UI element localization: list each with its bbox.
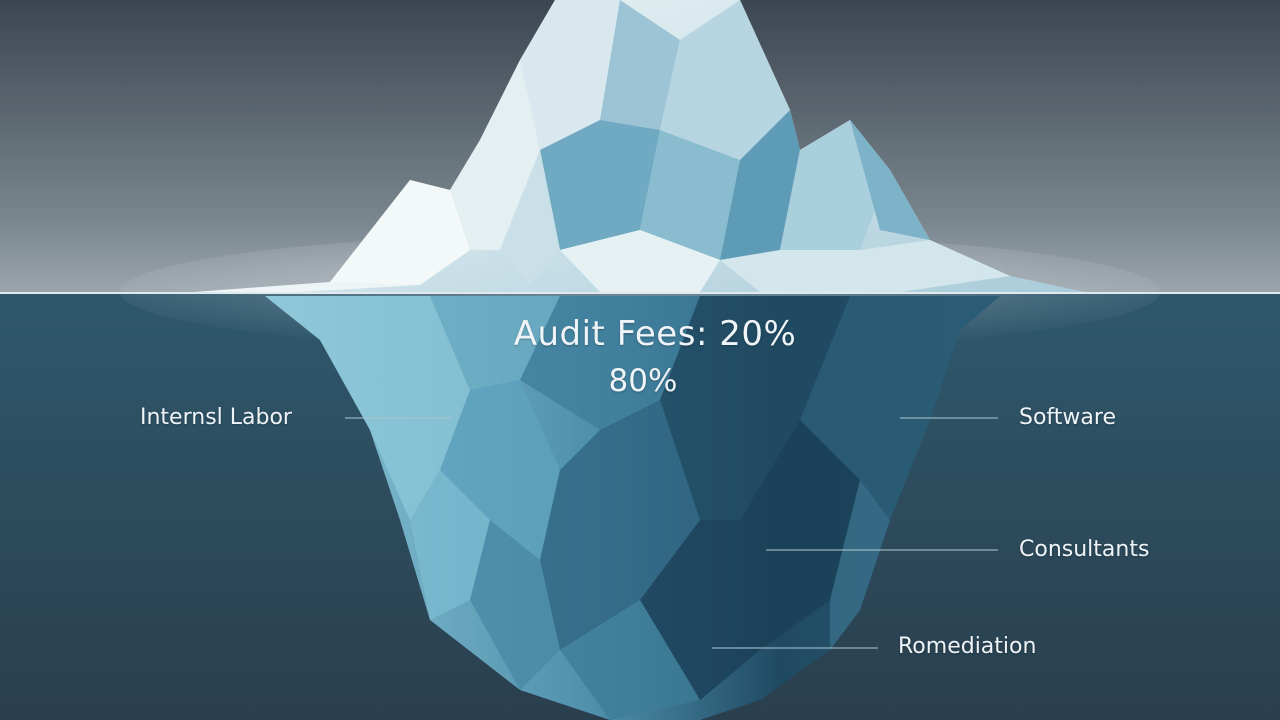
leader-lines (345, 417, 998, 649)
label-internal-labor: Internsl Labor (140, 405, 292, 430)
iceberg-tip (195, 0, 1085, 292)
label-software: Software (1019, 405, 1116, 430)
iceberg-underwater (265, 296, 1000, 720)
label-consultants: Consultants (1019, 537, 1150, 562)
visible-cost-headline: Audit Fees: 20% (513, 314, 797, 354)
hidden-cost-share: 80% (608, 363, 678, 399)
label-remediation: Romediation (898, 634, 1037, 659)
